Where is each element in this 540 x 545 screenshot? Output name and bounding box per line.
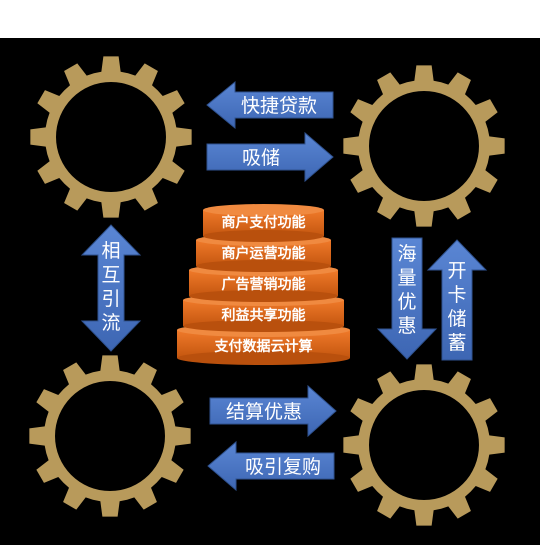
arrow-label-bottom-left: 吸引复购 [245, 456, 321, 478]
stack-label-2: 商户运营功能 [222, 245, 306, 262]
arrow-left-top [206, 80, 334, 130]
right-down-char-4: 惠 [397, 315, 416, 337]
right-up-char-2: 卡 [447, 284, 466, 306]
arrow-right-up [426, 239, 488, 361]
gear-bottom-left [29, 355, 191, 517]
diagram-canvas: 快捷贷款 吸储 结算优惠 吸引复购 相 互 引 流 海 量 优 惠 开 卡 储 … [0, 38, 540, 545]
stack-layer-1: 商户支付功能 [203, 204, 324, 242]
diagram-svg: 快捷贷款 吸储 结算优惠 吸引复购 相 互 引 流 海 量 优 惠 开 卡 储 … [29, 56, 505, 526]
arrow-right-down [376, 237, 438, 360]
right-down-char-2: 量 [397, 267, 416, 289]
function-stack: 支付数据云计算 利益共享功能 广告营销功能 商户运营功能 商户支付功能 [177, 204, 350, 365]
left-vertical-char-4: 流 [101, 312, 120, 334]
right-down-char-1: 海 [397, 243, 416, 265]
arrow-left-bottom [207, 440, 335, 492]
stack-label-1: 商户支付功能 [222, 214, 306, 231]
arrow-label-bottom-right: 结算优惠 [226, 401, 302, 423]
right-down-char-3: 优 [397, 291, 416, 313]
arrow-right-bottom [209, 384, 337, 438]
arrow-label-top-right: 吸储 [242, 147, 280, 169]
left-vertical-char-3: 引 [101, 288, 120, 310]
stack-label-5: 支付数据云计算 [214, 338, 313, 355]
arrow-label-top-left: 快捷贷款 [241, 95, 317, 117]
right-up-char-4: 蓄 [447, 332, 466, 354]
gear-top-right [343, 65, 505, 227]
gear-top-left [30, 56, 192, 218]
right-up-char-3: 储 [447, 308, 466, 330]
arrow-left-vertical [80, 224, 142, 352]
gear-bottom-right [343, 364, 505, 526]
arrow-right-top [206, 131, 334, 183]
left-vertical-char-1: 相 [101, 240, 120, 262]
stack-label-3: 广告营销功能 [222, 276, 306, 293]
left-vertical-char-2: 互 [101, 264, 120, 286]
stack-label-4: 利益共享功能 [222, 307, 306, 324]
right-up-char-1: 开 [447, 260, 466, 282]
